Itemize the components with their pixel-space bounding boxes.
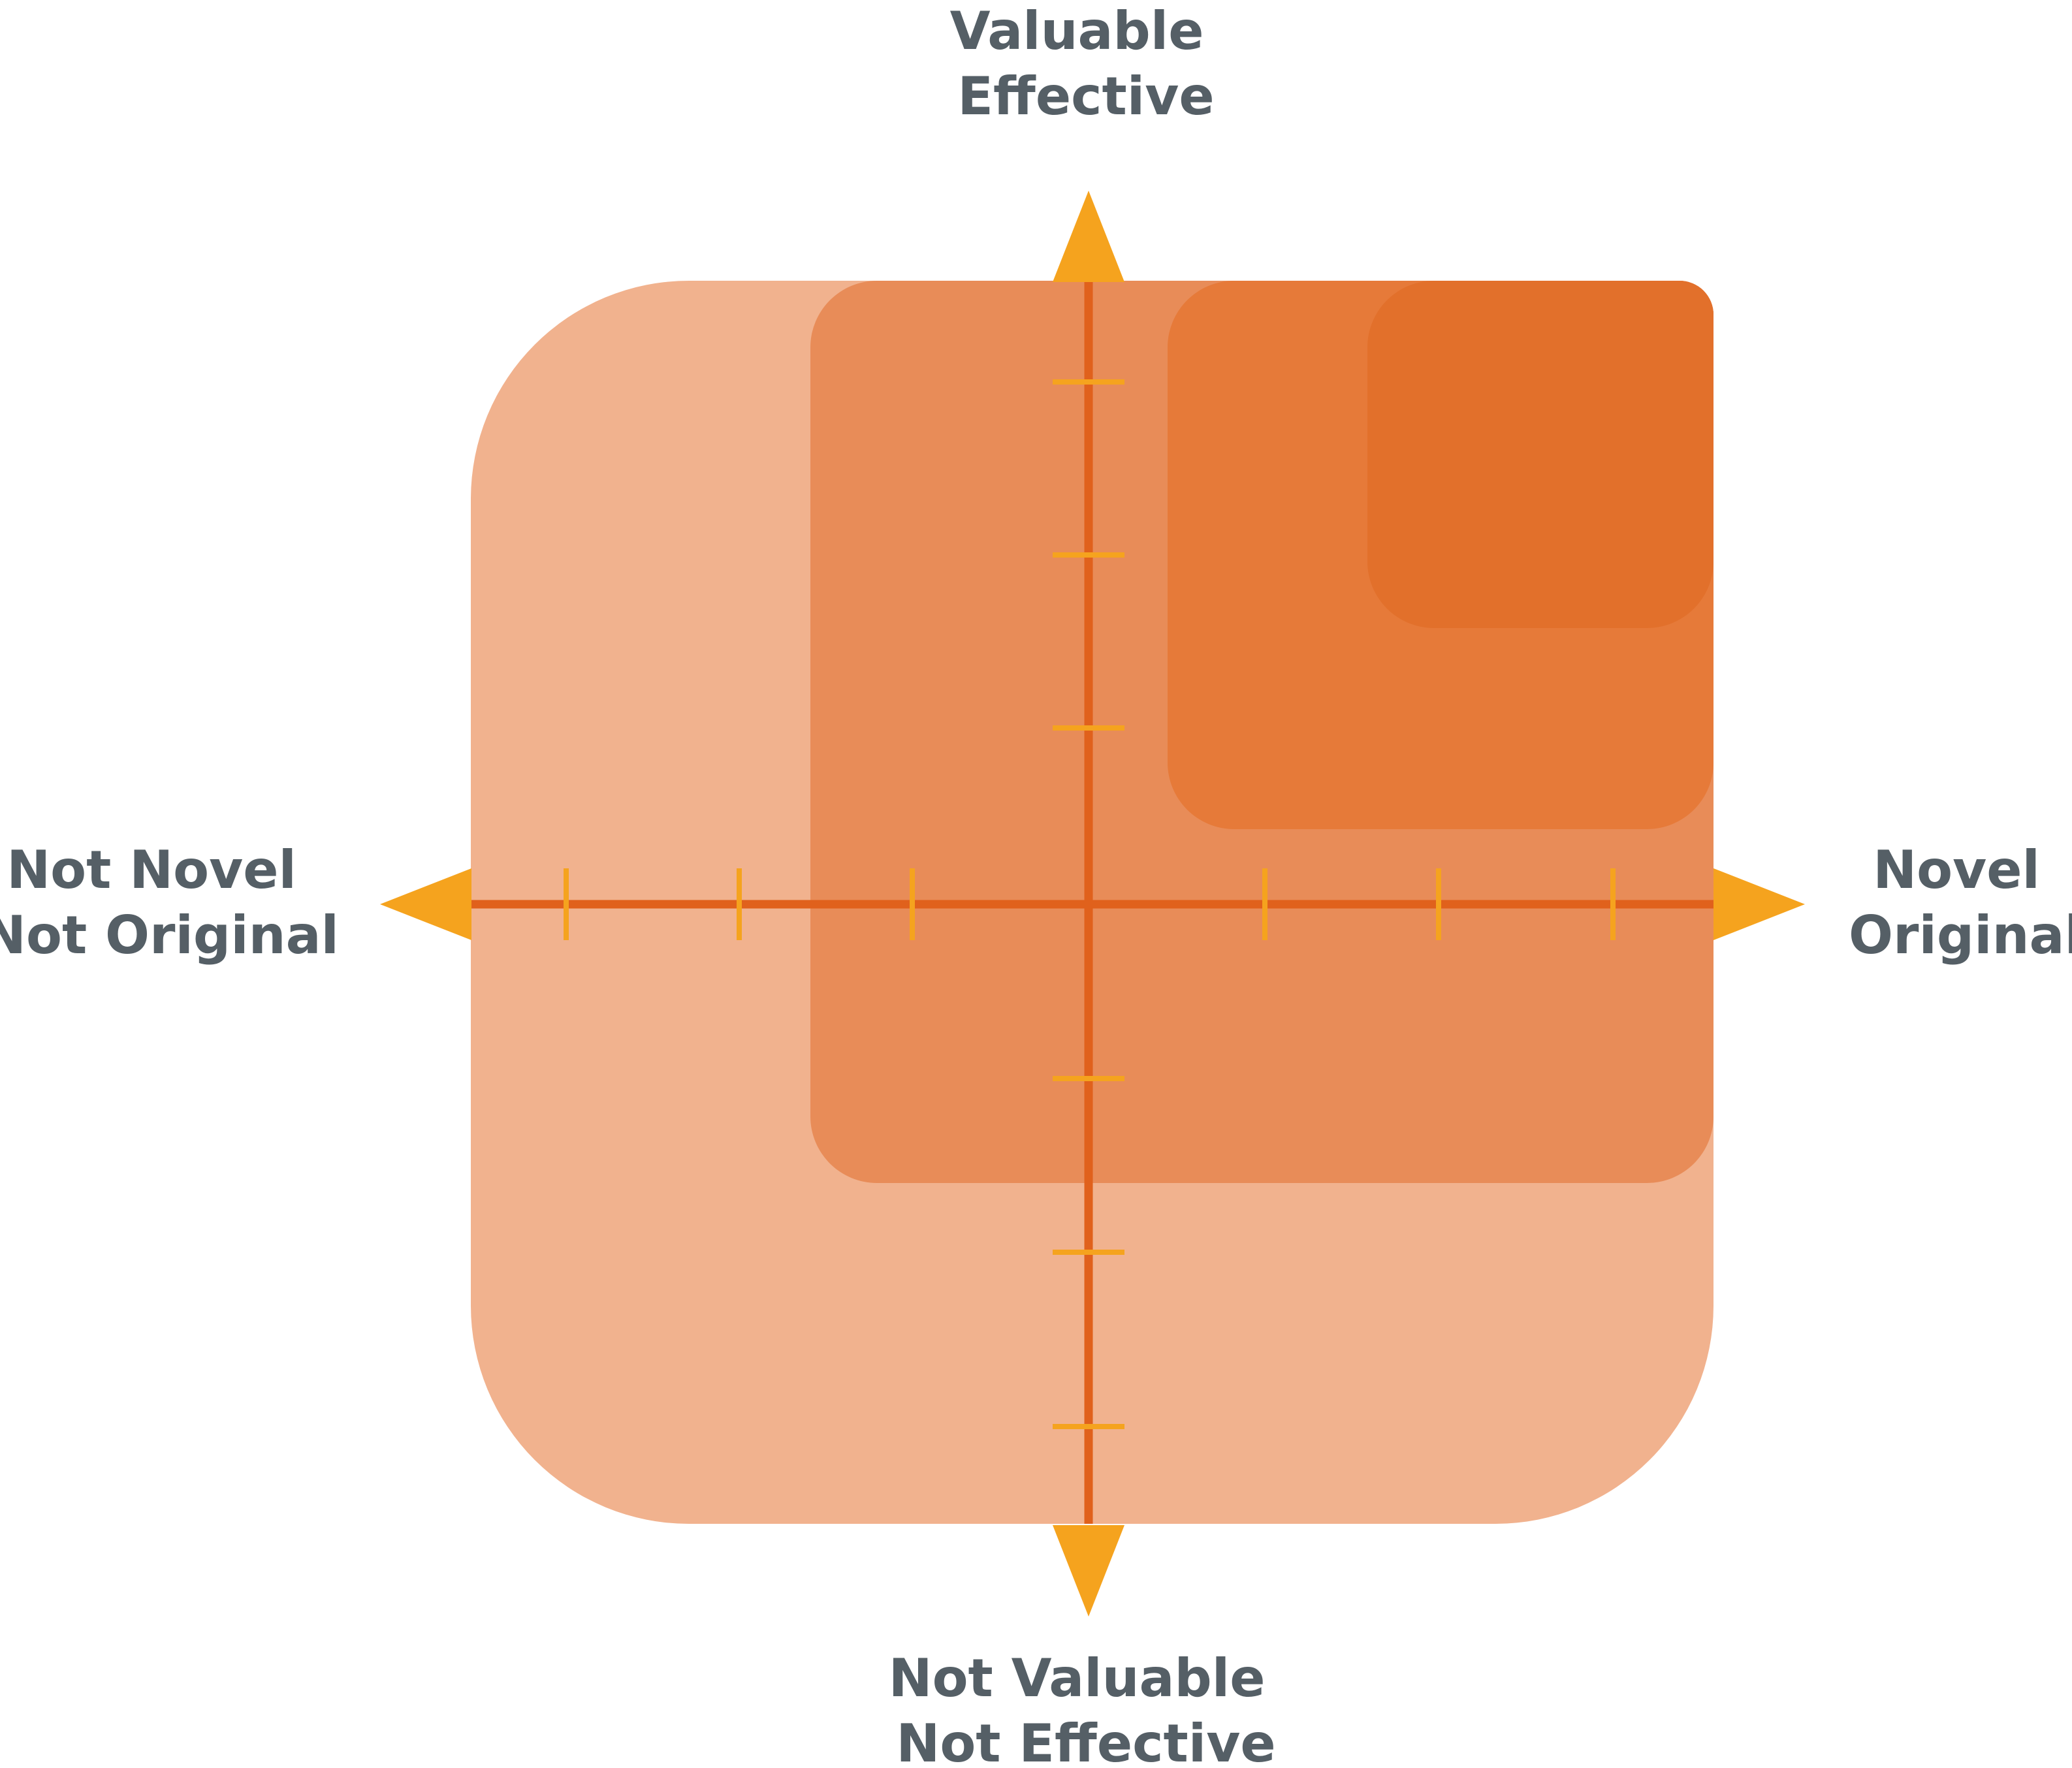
label-right-line-1: Novel	[1873, 840, 2040, 900]
label-top-line-1: Valuable	[950, 1, 1204, 61]
region-level-4	[1367, 281, 1713, 628]
arrow-right-icon	[1713, 868, 1805, 940]
ticks	[564, 379, 1616, 1429]
axes	[380, 191, 1805, 1617]
label-top: Valuable Effective	[950, 1, 1222, 127]
label-left-line-1: Not Novel	[7, 840, 296, 900]
arrow-left-icon	[380, 868, 471, 940]
label-bottom: Not Valuable Not Effective	[889, 1648, 1284, 1768]
label-right: Novel Original	[1849, 840, 2072, 966]
label-bottom-line-2: Not Effective	[896, 1713, 1275, 1768]
arrow-down-icon	[1053, 1525, 1124, 1617]
label-right-line-2: Original	[1849, 905, 2072, 966]
label-bottom-line-1: Not Valuable	[889, 1648, 1266, 1709]
label-left: Not Novel Not Original	[0, 840, 339, 966]
arrow-up-icon	[1053, 191, 1124, 282]
label-top-line-2: Effective	[957, 66, 1214, 127]
label-left-line-2: Not Original	[0, 905, 339, 966]
